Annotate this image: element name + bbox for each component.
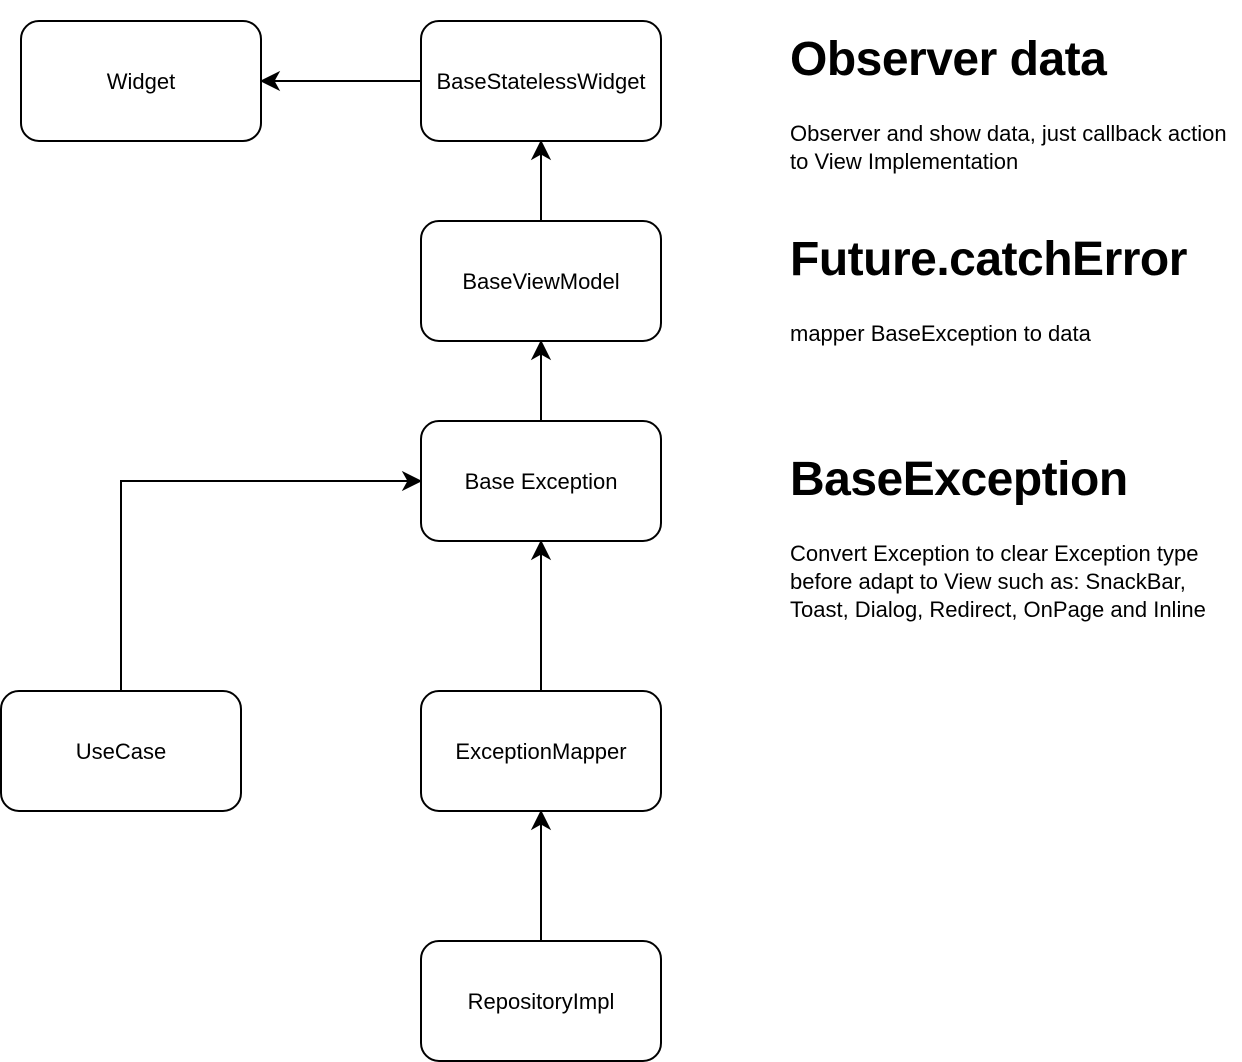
node-box [420, 220, 662, 342]
note-title: Observer data [790, 33, 1107, 86]
edge-base-exception-to-base-view-model [530, 339, 552, 421]
edge-base-view-model-to-base-stateless-widget [530, 139, 552, 221]
arrowhead [530, 139, 552, 161]
node-label: UseCase [76, 739, 166, 764]
node-box [420, 940, 662, 1062]
arrowhead [530, 339, 552, 361]
note-observer-data: Observer data Observer and show data, ju… [790, 36, 1230, 176]
edge-repository-impl-to-exception-mapper [530, 809, 552, 941]
node-box [420, 690, 662, 812]
note-body: mapper BaseException to data [790, 321, 1091, 346]
note-body: Convert Exception to clear Exception typ… [790, 541, 1206, 622]
node-label: Widget [107, 69, 175, 94]
edge-base-stateless-widget-to-widget [259, 70, 421, 92]
node-base-exception: Base Exception [420, 420, 662, 542]
note-title: BaseException [790, 453, 1128, 506]
arrowhead [530, 809, 552, 831]
node-box [20, 20, 262, 142]
node-widget: Widget [20, 20, 262, 142]
node-box [420, 20, 662, 142]
node-base-view-model: BaseViewModel [420, 220, 662, 342]
arrowhead [259, 70, 281, 92]
nodes: Widget BaseStatelessWidgetBaseViewModelBa… [0, 20, 662, 1062]
node-label: BaseStatelessWidget [436, 69, 645, 94]
note-base-exception: BaseException Convert Exception to clear… [790, 456, 1230, 624]
edge-line [120, 480, 408, 691]
edge-exception-mapper-to-base-exception [530, 539, 552, 691]
node-repository-impl: RepositoryImpl [420, 940, 662, 1062]
arrowhead [530, 539, 552, 561]
node-exception-mapper: ExceptionMapper [420, 690, 662, 812]
note-title: Future.catchError [790, 233, 1187, 286]
edge-use-case-to-base-exception [120, 470, 423, 691]
node-box [0, 690, 242, 812]
arrowhead [401, 470, 423, 492]
node-use-case: UseCase [0, 690, 242, 812]
node-base-stateless-widget: BaseStatelessWidget [420, 20, 662, 142]
note-catch-error: Future.catchError mapper BaseException t… [790, 236, 1230, 348]
node-label: BaseViewModel [462, 269, 619, 294]
node-label: ExceptionMapper [455, 739, 626, 764]
node-label: RepositoryImpl [468, 989, 615, 1014]
node-label: Base Exception [465, 469, 618, 494]
edges [120, 70, 552, 941]
note-body: Observer and show data, just callback ac… [790, 121, 1227, 174]
node-box [420, 420, 662, 542]
